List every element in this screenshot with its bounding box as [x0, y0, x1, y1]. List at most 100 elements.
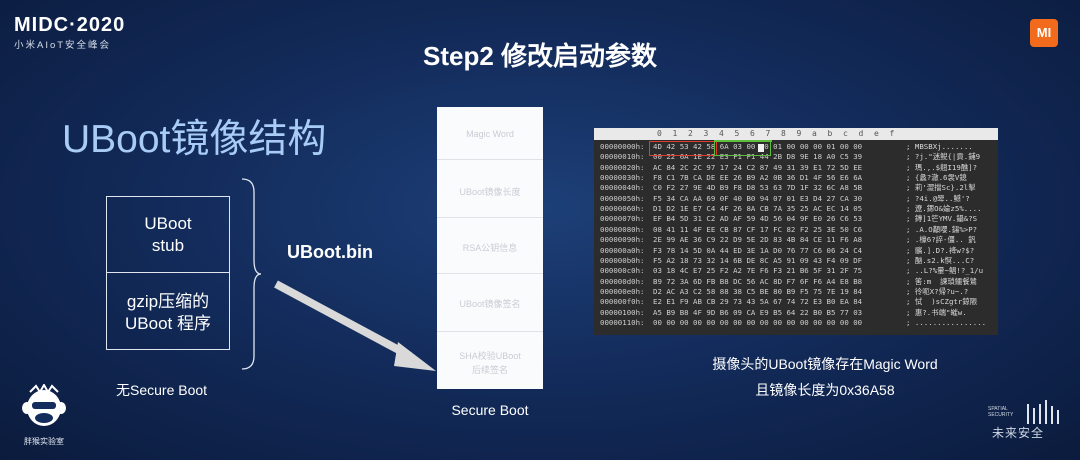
stack-divider: [437, 217, 543, 218]
hex-row-bytes: D2 AC A3 C2 58 88 38 C5 BE 80 B9 F5 75 7…: [653, 286, 863, 296]
stack-divider: [437, 273, 543, 274]
uboot-structure-box: UBoot stub gzip压缩的 UBoot 程序: [106, 196, 230, 350]
hex-row: 000000f0h:E2 E1 F9 AB CB 29 73 43 5A 67 …: [594, 297, 998, 307]
hex-row: 000000c0h: 03 18 4C E7 25 F2 A2 7E F6 F3 …: [594, 266, 998, 276]
stack-image-signature: UBoot镜像签名: [459, 299, 521, 309]
hex-row: 00000040h: C0 F2 27 9E 4D B9 F8 D8 53 63 …: [594, 183, 998, 193]
hex-column-label: f: [889, 129, 895, 138]
hex-column-label: d: [858, 129, 864, 138]
hex-row-bytes: C0 F2 27 9E 4D B9 F8 D8 53 63 7D 1F 32 6…: [653, 183, 863, 193]
hex-row: 000000e0h:D2 AC A3 C2 58 88 38 C5 BE 80 …: [594, 287, 998, 297]
hex-row-address: 00000080h:: [600, 224, 645, 234]
hex-row-ascii: ; 酗.s2.k慏...C?: [906, 255, 975, 265]
hex-row-ascii: ; ................: [906, 317, 987, 327]
hex-row-bytes: 00 00 00 00 00 00 00 00 00 00 00 00 00 0…: [653, 317, 863, 327]
hex-row-ascii: ; ?j."迷鲵{|貢.鋪9: [906, 152, 981, 162]
hex-row: 00000030h:F8 C1 7B CA DE EE 26 B9 A2 0B …: [594, 173, 998, 183]
hex-row: 00000090h:2E 99 AE 36 C9 22 D9 5E 2D 83 …: [594, 235, 998, 245]
hex-row-ascii: ; ..L?%暈~鲳!?_1/u: [906, 266, 984, 276]
hex-row: 00000080h: 08 41 11 4F EE CB 87 CF 17 FC …: [594, 225, 998, 235]
hex-row-address: 00000070h:: [600, 214, 645, 224]
bracket-icon: [241, 178, 262, 370]
svg-text:SPATIAL: SPATIAL: [988, 406, 1008, 412]
midc-logo: MIDC·2020 小米AIoT安全峰会: [14, 14, 125, 51]
box-divider: [107, 272, 229, 273]
hex-row-ascii: ; 恜 )sCZgtr鍄陙: [906, 297, 978, 307]
hex-column-label: 9: [796, 129, 802, 138]
hex-row-ascii: ; 彾呃X?帰?u~.?: [906, 286, 969, 296]
image-length-highlight: [714, 141, 771, 156]
stack-divider: [437, 331, 543, 332]
hex-row-bytes: 4D 42 53 42 58 6A 03 00 00 01 00 00 00 0…: [653, 142, 863, 151]
hex-row-bytes: AC 84 2C 2C 97 17 24 C2 87 49 31 39 E1 7…: [653, 162, 863, 172]
section-heading: UBoot镜像结构: [62, 118, 327, 161]
hex-column-label: 3: [703, 129, 709, 138]
hex-row-address: 00000040h:: [600, 183, 645, 193]
hex-row-ascii: ; ?4i.@斝..鳡'?: [906, 193, 970, 203]
stack-sha-check: SHA校验UBoot: [459, 351, 521, 361]
midc-logo-text: MIDC·2020: [14, 14, 126, 36]
hex-column-label: 0: [657, 129, 662, 138]
uboot-stub-line1: UBoot: [144, 214, 192, 233]
hex-row: 00000060h:D1 D2 1E E7 C4 4F 26 8A CB 7A …: [594, 204, 998, 214]
hex-column-label: 1: [672, 129, 678, 138]
monkey-lab-name: 胖猴实验室: [24, 437, 64, 446]
hex-row: 00000050h:F5 34 CA AA 69 0F 40 B0 94 07 …: [594, 194, 998, 204]
hex-column-label: c: [843, 129, 848, 138]
stack-follow-signature: 后续签名: [471, 365, 508, 375]
hex-row-address: 000000b0h:: [600, 255, 645, 265]
green-highlight-line: [714, 140, 772, 142]
hex-row: 00000020h:AC 84 2C 2C 97 17 24 C2 87 49 …: [594, 163, 998, 173]
hex-row-bytes: 00 22 6A 1E 22 E3 F1 F1 44 2B D8 9E 18 A…: [653, 152, 863, 162]
gzip-line1: gzip压缩的: [126, 292, 210, 311]
hex-row-address: 000000d0h:: [600, 276, 645, 286]
hex-column-label: 2: [688, 129, 693, 138]
hex-row-address: 000000f0h:: [600, 297, 645, 307]
hex-row-ascii: ; 莉'澀擋Sc}.2l掣: [906, 183, 976, 193]
hex-row-bytes: 2E 99 AE 36 C9 22 D9 5E 2D 83 4B 84 CE 1…: [653, 235, 863, 245]
hex-column-label: a: [812, 129, 817, 138]
hex-row-ascii: ; MBSBXj.......: [906, 142, 973, 151]
hex-row-bytes: 03 18 4C E7 25 F2 A2 7E F6 F3 21 B6 5F 3…: [653, 266, 863, 276]
hex-row: 000000d0h: B9 72 3A 6D FB B8 DC 56 AC 8D …: [594, 277, 998, 287]
hex-row-address: 00000110h:: [600, 317, 645, 327]
mi-logo-icon: MI: [1030, 19, 1058, 47]
midc-logo-subtitle: 小米AIoT安全峰会: [14, 40, 112, 51]
stack-magic-word: Magic Word: [466, 129, 514, 139]
hex-row-ascii: ; {蠡?澈.6袰V鎴: [906, 173, 967, 183]
hex-row-address: 00000050h:: [600, 193, 645, 203]
hex-column-label: 8: [781, 129, 786, 138]
hex-column-label: e: [874, 129, 879, 138]
hex-row-ascii: ; .A.O顢嚶.鐋%>P?: [906, 224, 978, 234]
hex-row: 00000070h: EF B4 5D 31 C2 AD AF 59 4D 56 …: [594, 214, 998, 224]
hex-row: 00000110h: 00 00 00 00 00 00 00 00 00 00 …: [594, 318, 998, 328]
text-cursor: [758, 144, 764, 152]
hex-row-ascii: ; 鏄]1笀YMV.鑷&?S: [906, 214, 978, 224]
stack-rsa-key: RSA公钥信息: [462, 243, 518, 253]
hex-row-bytes: F3 78 14 5D 0A 44 ED 3E 1A D0 76 77 C6 0…: [653, 245, 863, 255]
magic-word-highlight: [649, 141, 717, 156]
uboot-stub-line2: stub: [151, 236, 185, 255]
hex-row-bytes: A5 B9 B8 4F 9D B6 09 CA E9 B5 64 22 B0 B…: [653, 307, 863, 317]
hex-row-ascii: ; 惠?.书端"皠w.: [906, 307, 967, 317]
hex-row-bytes: EF B4 5D 31 C2 AD AF 59 4D 56 04 9F E0 2…: [653, 214, 863, 224]
svg-text:SECURITY: SECURITY: [988, 412, 1014, 418]
uboot-stub-cell: UBoot stub: [107, 213, 229, 257]
hex-row: 000000a0h: F3 78 14 5D 0A 44 ED 3E 1A D0 …: [594, 246, 998, 256]
stack-image-length: UBoot镜像长度: [459, 187, 521, 197]
hex-row-ascii: ; 髕.].D?.袶w?$?: [906, 245, 975, 255]
hex-row-address: 00000000h:: [600, 142, 645, 151]
hex-row-bytes: B9 72 3A 6D FB B8 DC 56 AC 8D F7 6F F6 A…: [653, 276, 863, 286]
hex-row-bytes: 08 41 11 4F EE CB 87 CF 17 FC 82 F2 25 3…: [653, 224, 863, 234]
hex-row-address: 00000030h:: [600, 173, 645, 183]
hex-row-address: 000000a0h:: [600, 245, 645, 255]
hex-row-address: 000000c0h:: [600, 266, 645, 276]
hex-row: 000000b0h:F5 A2 18 73 32 14 6B DE 8C A5 …: [594, 256, 998, 266]
no-secure-boot-caption: 无Secure Boot: [116, 382, 208, 398]
uboot-bin-label: UBoot.bin: [287, 242, 373, 262]
hex-row-ascii: ; 瑪.,.$翹I19醮]?: [906, 162, 978, 172]
gzip-program-cell: gzip压缩的 UBoot 程序: [107, 291, 229, 335]
hex-column-label: b: [827, 129, 833, 138]
secure-boot-caption: Secure Boot: [451, 402, 529, 418]
